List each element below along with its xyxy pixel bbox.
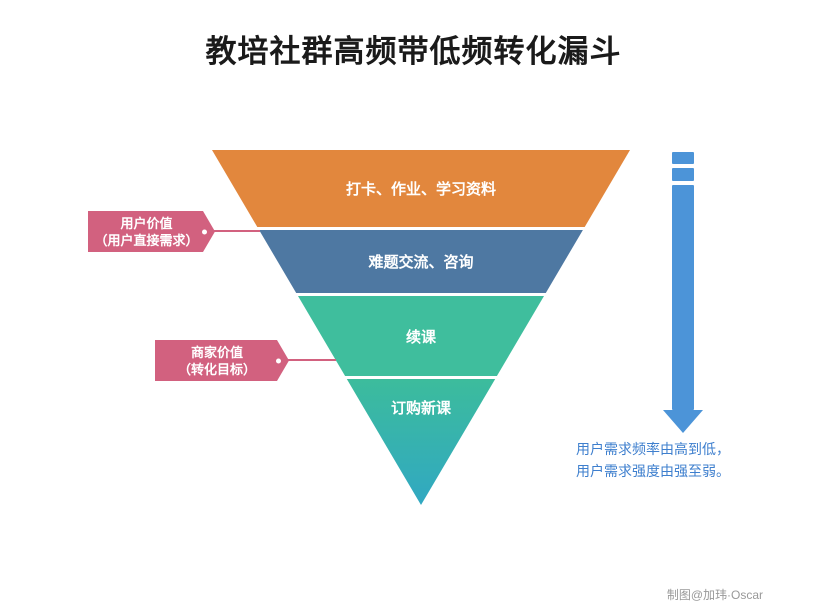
page-title: 教培社群高频带低频转化漏斗 — [205, 34, 622, 69]
funnel-layer-1-label: 打卡、作业、学习资料 — [346, 180, 496, 198]
tag-merchant-value-line1: 商家价值 — [190, 344, 243, 360]
tag-user-value-line1: 用户价值 — [120, 215, 173, 231]
tag-merchant-value: 商家价值 （转化目标） — [155, 340, 289, 381]
funnel-layer-2 — [259, 230, 583, 293]
tag-hole-dot — [276, 358, 281, 363]
tag-hole-dot — [202, 229, 207, 234]
tag-user-value: 用户价值 （用户直接需求） — [88, 211, 215, 252]
funnel-layer-1 — [212, 150, 630, 227]
funnel-layer-4-label: 订购新课 — [391, 399, 452, 417]
funnel-layer-2-label: 难题交流、咨询 — [367, 253, 473, 271]
down-arrow-icon — [663, 152, 703, 433]
credit-text: 制图@加玮·Oscar — [666, 588, 763, 602]
tag-merchant-value-connector — [288, 359, 336, 361]
tag-user-value-connector — [214, 230, 260, 232]
funnel-layer-3 — [298, 296, 544, 376]
funnel-layer-3-label: 续课 — [406, 328, 437, 346]
arrow-caption-line2: 用户需求强度由强至弱。 — [576, 463, 730, 479]
arrow-caption: 用户需求频率由高到低， 用户需求强度由强至弱。 — [576, 438, 730, 482]
tag-user-value-line2: （用户直接需求） — [94, 232, 199, 248]
funnel-layer-4 — [346, 379, 496, 505]
arrow-caption-line1: 用户需求频率由高到低， — [576, 441, 730, 457]
tag-merchant-value-line2: （转化目标） — [177, 361, 256, 377]
